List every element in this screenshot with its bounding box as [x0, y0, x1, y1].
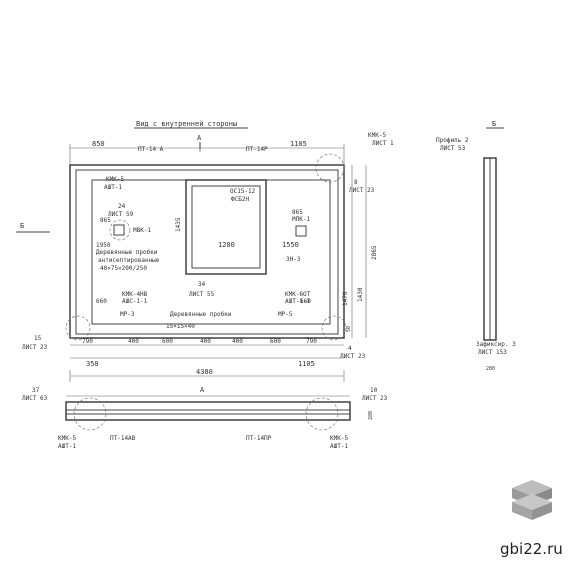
section-a-p14: ПТ-14АВ: [110, 435, 136, 442]
label-lst23b: ЛИСТ 23: [22, 344, 48, 351]
dim-left-1950: 1950: [96, 242, 111, 249]
dim-bin-0: 790: [82, 338, 93, 345]
label-mp5: МР-5: [278, 311, 293, 318]
label-k34: 34: [198, 281, 206, 288]
label-p14a: ПТ-14 А: [138, 146, 164, 153]
label-wood-1: Деревянные пробки: [96, 249, 158, 256]
section-a-kmk5-l: КМК-5: [58, 435, 76, 442]
dim-bin-2: 600: [162, 338, 173, 345]
label-wood-3: 40×75×200/250: [100, 265, 147, 272]
label-sheet4: 4: [348, 345, 352, 352]
label-sheet24: 24: [118, 203, 126, 210]
dim-right-1470: 1470: [342, 291, 349, 306]
section-b-dim: 280: [486, 366, 495, 372]
label-l8: 8: [354, 179, 358, 186]
site-logo: [512, 480, 552, 520]
section-b-zaf: Зафиксир. 3: [476, 341, 516, 348]
section-a-kmk5-r: КМК-5: [330, 435, 348, 442]
dim-bin-6: 790: [306, 338, 317, 345]
dim-right-660: 660: [300, 298, 311, 305]
dim-right-2865: 2865: [371, 245, 378, 260]
label-wood-2: антисептированные: [98, 257, 160, 264]
label-kmk6: КМК-6ОТ: [285, 291, 311, 298]
section-a-label: А: [200, 386, 205, 394]
label-ash6: АШТ-1-1: [285, 298, 311, 305]
label-wood-mid: Деревянные пробки: [170, 311, 232, 318]
dim-window-1435: 1435: [175, 217, 182, 232]
section-a-sheet37: 37: [32, 387, 40, 394]
label-ash4: АШС-1-1: [122, 298, 148, 305]
section-a-p14r: ПТ-14ПР: [246, 435, 272, 442]
label-mbk1: МВК-1: [133, 227, 151, 234]
section-a-lst63: ЛИСТ 63: [22, 395, 48, 402]
dim-bin-3: 400: [200, 338, 211, 345]
section-b-profile: Профиль 2: [436, 137, 469, 144]
section-a: А 37 ЛИСТ 63 10 ЛИСТ 23 280 КМК-5 АШТ-1 …: [22, 386, 388, 450]
label-wood-dim: 15×15×40: [166, 323, 195, 330]
dim-bot-0: 350: [86, 360, 99, 368]
label-fs: ФСБ2Н: [231, 196, 249, 203]
marker-b-left: Б: [20, 222, 24, 230]
dim-right-1550: 1550: [282, 241, 299, 249]
dim-total: 4380: [196, 368, 213, 376]
label-mpk: МПК-1: [292, 216, 310, 223]
main-view: Вид с внутренней стороны 850 1105 А ПТ-1…: [16, 120, 394, 382]
section-a-asht1-l: АШТ-1: [58, 443, 76, 450]
label-zn: ЗН-3: [286, 256, 301, 263]
label-asht1-left: АШТ-1: [104, 184, 122, 191]
dim-window-1200: 1200: [218, 241, 235, 249]
dim-bin-5: 600: [270, 338, 281, 345]
dim-left-865: 865: [100, 217, 111, 224]
dim-top-1105: 1105: [290, 140, 307, 148]
dim-bin-1: 400: [128, 338, 139, 345]
label-p14r: ПТ-14Р: [246, 146, 268, 153]
section-b: Б Профиль 2 ЛИСТ 53 Зафиксир. 3 ЛИСТ 153…: [436, 120, 516, 372]
section-a-body: [65, 401, 351, 421]
window-opening: [185, 179, 267, 275]
dim-right-50: 50: [346, 326, 352, 332]
marker-a-top: А: [197, 134, 202, 142]
label-lst1: ЛИСТ 1: [372, 140, 394, 147]
section-a-sheet10: 10: [370, 387, 378, 394]
section-b-lst153: ЛИСТ 153: [478, 349, 507, 356]
section-a-dim: 280: [368, 411, 374, 420]
label-kmk5-left: КМК-5: [106, 176, 124, 183]
dim-right-1430: 1430: [357, 287, 364, 302]
section-a-asht1-r: АШТ-1: [330, 443, 348, 450]
dim-left-660: 660: [96, 298, 107, 305]
dim-top-850: 850: [92, 140, 105, 148]
dim-bot-6: 1105: [298, 360, 315, 368]
dim-right-865: 865: [292, 209, 303, 216]
label-lst23: ЛИСТ 23: [349, 187, 375, 194]
label-lst23c: ЛИСТ 23: [340, 353, 366, 360]
label-lst55: ЛИСТ 55: [189, 291, 215, 298]
dim-bin-4: 400: [232, 338, 243, 345]
label-sheet15: 15: [34, 335, 42, 342]
label-mp3: МР-3: [120, 311, 135, 318]
section-b-label: Б: [492, 120, 496, 128]
section-a-lst23: ЛИСТ 23: [362, 395, 388, 402]
label-kmk4nv: КМК-4НВ: [122, 291, 148, 298]
site-label[interactable]: gbi22.ru: [500, 540, 563, 558]
label-kmk5-top: КМК-5: [368, 132, 386, 139]
label-os: ОС15-12: [230, 188, 256, 195]
section-b-lst53: ЛИСТ 53: [440, 145, 466, 152]
panel-outline: [69, 164, 345, 339]
view-title: Вид с внутренней стороны: [136, 120, 237, 128]
label-lst59: ЛИСТ 59: [108, 211, 134, 218]
